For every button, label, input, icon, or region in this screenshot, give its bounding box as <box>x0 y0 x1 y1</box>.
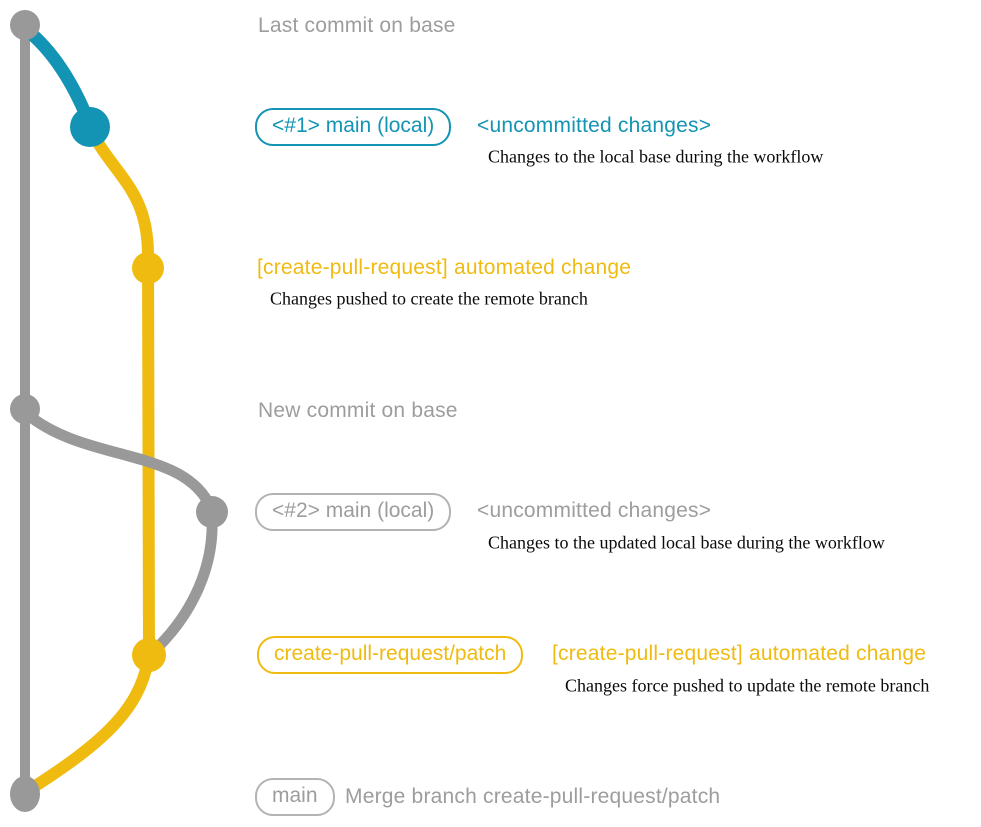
annotation-last-commit-on-base: Last commit on base <box>258 14 456 37</box>
local-main-rebase-line <box>149 512 218 656</box>
commit-node-last-on-base <box>10 10 40 40</box>
branch-label-main: main <box>255 778 335 816</box>
commit-node-automated-change-1 <box>132 252 164 284</box>
patch-branch-line-upper <box>86 126 155 656</box>
branch-label-create-pull-request-patch: create-pull-request/patch <box>257 636 524 674</box>
commit-node-new-on-base <box>10 394 40 424</box>
commit-node-uncommitted-2 <box>196 496 228 528</box>
commit-message-automated-change-1: [create-pull-request] automated change <box>257 256 632 279</box>
commit-message-uncommitted-2: <uncommitted changes> <box>477 499 712 522</box>
commit-node-merge <box>10 776 40 812</box>
commit-graph <box>10 10 228 812</box>
branch-label-main-local-2: <#2> main (local) <box>255 493 452 531</box>
branch-label-main-local-1: <#1> main (local) <box>255 108 452 146</box>
commit-node-automated-change-2 <box>132 638 166 672</box>
description-uncommitted-1: Changes to the local base during the wor… <box>488 146 824 167</box>
patch-branch-merge-line <box>23 654 154 796</box>
local-main-branch-line-2 <box>21 408 214 508</box>
description-automated-change-1: Changes pushed to create the remote bran… <box>270 288 588 309</box>
commit-message-automated-change-2: [create-pull-request] automated change <box>552 642 927 665</box>
commit-message-merge: Merge branch create-pull-request/patch <box>345 785 721 808</box>
description-automated-change-2: Changes force pushed to update the remot… <box>565 675 930 696</box>
commit-message-uncommitted-1: <uncommitted changes> <box>477 114 712 137</box>
description-uncommitted-2: Changes to the updated local base during… <box>488 532 885 553</box>
commit-node-uncommitted-1 <box>70 107 110 147</box>
annotation-new-commit-on-base: New commit on base <box>258 399 458 422</box>
